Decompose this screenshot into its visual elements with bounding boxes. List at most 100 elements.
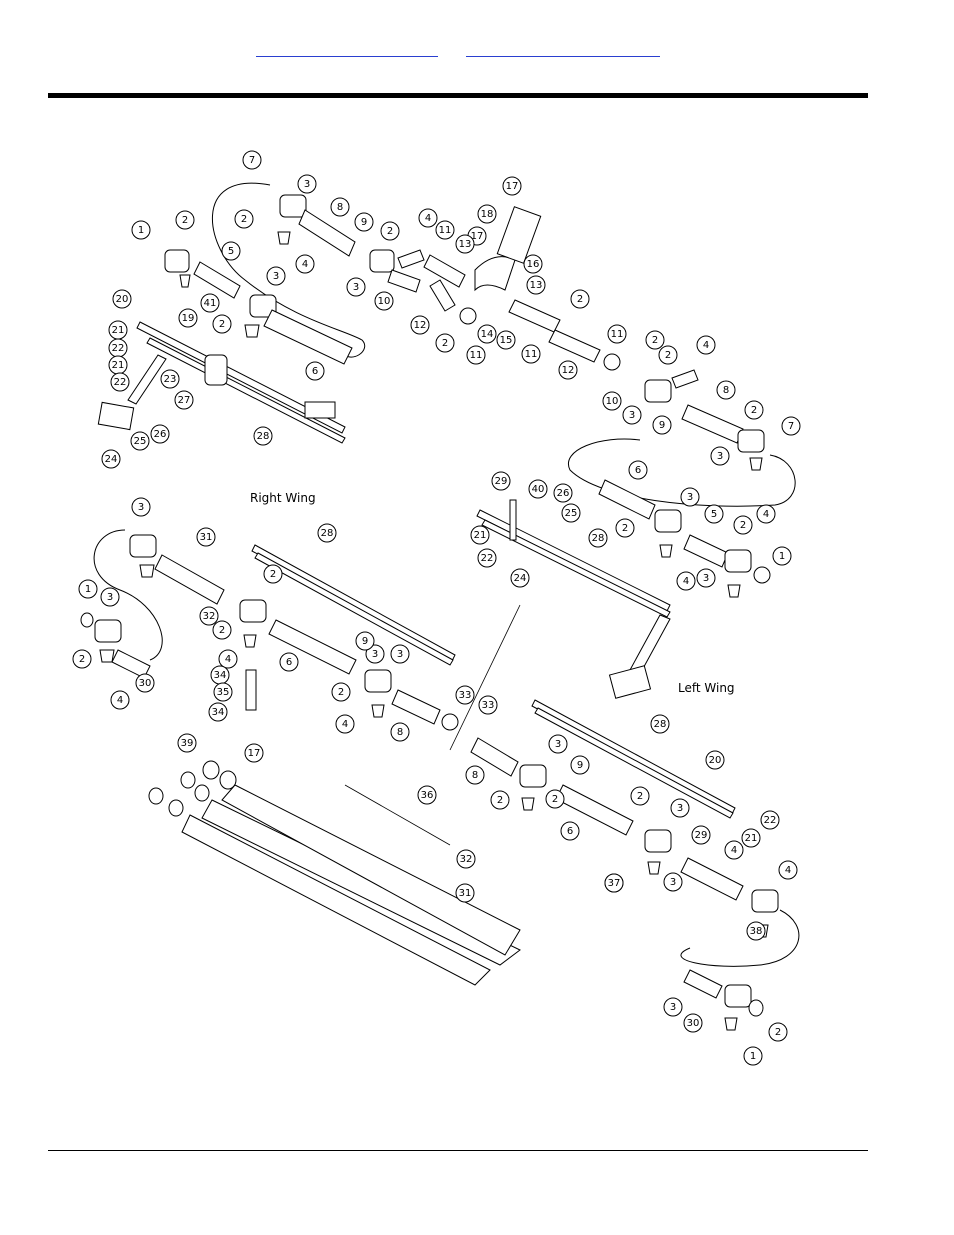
nozzle [659,544,673,558]
callout-27: 27 [174,390,194,410]
callout-label: 41 [204,298,217,309]
callout-9: 9 [355,631,375,651]
callout-11: 11 [521,344,541,364]
callout-3: 3 [100,587,120,607]
callout-1: 1 [743,1046,763,1066]
callout-label: 3 [687,492,693,503]
mount-arm [127,354,167,405]
hose-segment [298,209,356,257]
ring [603,353,621,371]
callout-41: 41 [200,293,220,313]
callout-label: 9 [361,217,367,228]
callout-34: 34 [210,665,230,685]
callout-label: 13 [530,280,543,291]
callout-label: 22 [114,377,127,388]
callout-label: 3 [629,410,635,421]
nozzle [724,1017,738,1031]
hose-segment [423,254,466,288]
callout-2: 2 [234,209,254,229]
callout-20: 20 [705,750,725,770]
callout-8: 8 [716,380,736,400]
hose-loop-right-mid [93,529,163,661]
callout-21: 21 [741,828,761,848]
callout-2: 2 [733,515,753,535]
callout-label: 21 [112,325,125,336]
callout-label: 1 [85,584,91,595]
callout-2: 2 [212,314,232,334]
callout-28: 28 [317,523,337,543]
callout-label: 28 [654,719,667,730]
callout-label: 4 [785,865,791,876]
callout-2: 2 [630,786,650,806]
callout-label: 31 [200,532,213,543]
callout-21: 21 [108,320,128,340]
ring [219,770,237,790]
callout-3: 3 [266,266,286,286]
tee-fitting [724,984,752,1008]
callout-1: 1 [131,220,151,240]
callout-1: 1 [772,546,792,566]
nozzle [244,324,260,338]
callout-26: 26 [553,483,573,503]
callout-7: 7 [781,416,801,436]
callout-28: 28 [253,426,273,446]
callout-2: 2 [435,333,455,353]
callout-2: 2 [744,400,764,420]
callout-label: 13 [459,239,472,250]
boom-bar [481,519,671,618]
callout-label: 26 [154,429,167,440]
tee-fitting [519,764,547,788]
tee-fitting [249,294,277,318]
callout-label: 9 [577,760,583,771]
callout-label: 16 [527,259,540,270]
callout-label: 12 [562,365,575,376]
callout-label: 3 [555,739,561,750]
callout-label: 30 [687,1018,700,1029]
callout-label: 4 [763,509,769,520]
callout-label: 34 [212,707,225,718]
callout-label: 21 [474,530,487,541]
footer-rule [48,1150,868,1151]
callout-label: 24 [105,454,118,465]
nozzle [179,274,191,288]
callout-3: 3 [131,497,151,517]
callout-label: 3 [138,502,144,513]
callout-label: 14 [481,329,494,340]
callout-label: 10 [606,396,619,407]
hose-segment [263,309,353,365]
right-wing-lower-boom [80,534,459,731]
top-links [0,40,954,60]
callout-label: 8 [723,385,729,396]
callout-label: 2 [775,1027,781,1038]
callout-label: 2 [740,520,746,531]
hose-segment [391,689,441,725]
callout-label: 33 [482,700,495,711]
tee-fitting [279,194,307,218]
callout-label: 3 [670,1002,676,1013]
callout-label: 11 [611,329,624,340]
callout-2: 2 [72,649,92,669]
callout-4: 4 [295,254,315,274]
callout-label: 4 [342,719,348,730]
callout-label: 35 [217,687,230,698]
callout-label: 5 [711,509,717,520]
header-link-1[interactable] [256,40,438,57]
callout-label: 26 [557,488,570,499]
callout-label: 10 [378,296,391,307]
callout-label: 2 [497,795,503,806]
boom-bar [534,707,734,819]
callout-2: 2 [615,518,635,538]
boom-bar [476,509,671,612]
callout-29: 29 [691,825,711,845]
tube [201,799,521,966]
callout-26: 26 [150,424,170,444]
callout-label: 3 [353,282,359,293]
callout-label: 4 [683,576,689,587]
nozzle [521,797,535,811]
callout-32: 32 [456,849,476,869]
callout-22: 22 [760,810,780,830]
callout-18: 18 [477,204,497,224]
header-link-2[interactable] [466,40,660,57]
callout-11: 11 [466,345,486,365]
